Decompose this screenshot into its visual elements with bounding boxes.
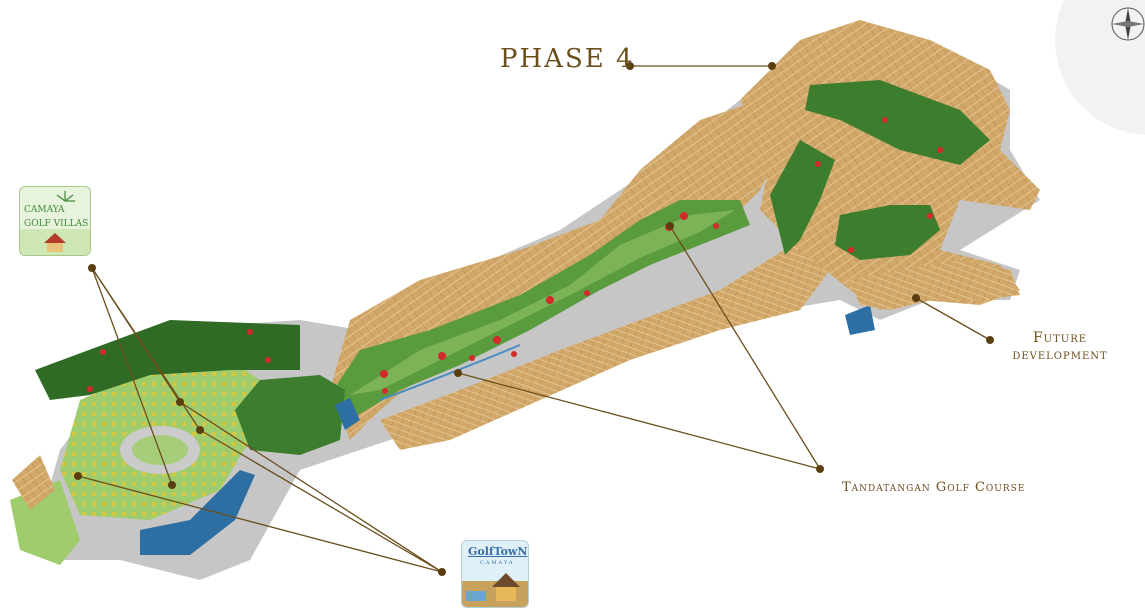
- central-green: [235, 375, 345, 455]
- phase4-green-south: [835, 205, 940, 260]
- compass-rose-icon: [1111, 7, 1145, 41]
- residential-lots-south: [380, 240, 830, 450]
- west-green-fairway: [35, 320, 300, 400]
- villas-logo-top-text: CAMAYA: [24, 205, 65, 215]
- town-logo-top-text: GolfTowN: [468, 545, 528, 558]
- water-west-lagoon: [140, 470, 255, 555]
- phase4-green-mid: [770, 140, 835, 255]
- house-icon: [462, 573, 528, 607]
- compass-backdrop: [1055, 0, 1145, 135]
- camaya-golf-villas-logo: CAMAYA GOLF VILLAS: [19, 186, 91, 256]
- future-development-lots: [850, 260, 1020, 310]
- future-development-line2: development: [1012, 347, 1108, 363]
- sun-icon: [20, 191, 90, 255]
- future-development-label: Future development: [985, 330, 1135, 364]
- town-logo-bottom-text: CAMAYA: [480, 560, 515, 566]
- phase-4-label: PHASE 4: [500, 44, 635, 74]
- villas-logo-bottom-text: GOLF VILLAS: [24, 219, 89, 229]
- southwest-lots: [12, 455, 55, 510]
- water-golf-pond: [335, 398, 360, 430]
- water-future-pond: [845, 305, 875, 335]
- future-development-line1: Future: [1032, 330, 1088, 346]
- golftown-camaya-logo: GolfTowN CAMAYA: [461, 540, 529, 608]
- golf-course-label: Tandatangan Golf Course: [842, 480, 1026, 495]
- golf-course-inner: [350, 210, 735, 395]
- leader-dots: [74, 62, 994, 576]
- phase4-green-north: [805, 80, 990, 165]
